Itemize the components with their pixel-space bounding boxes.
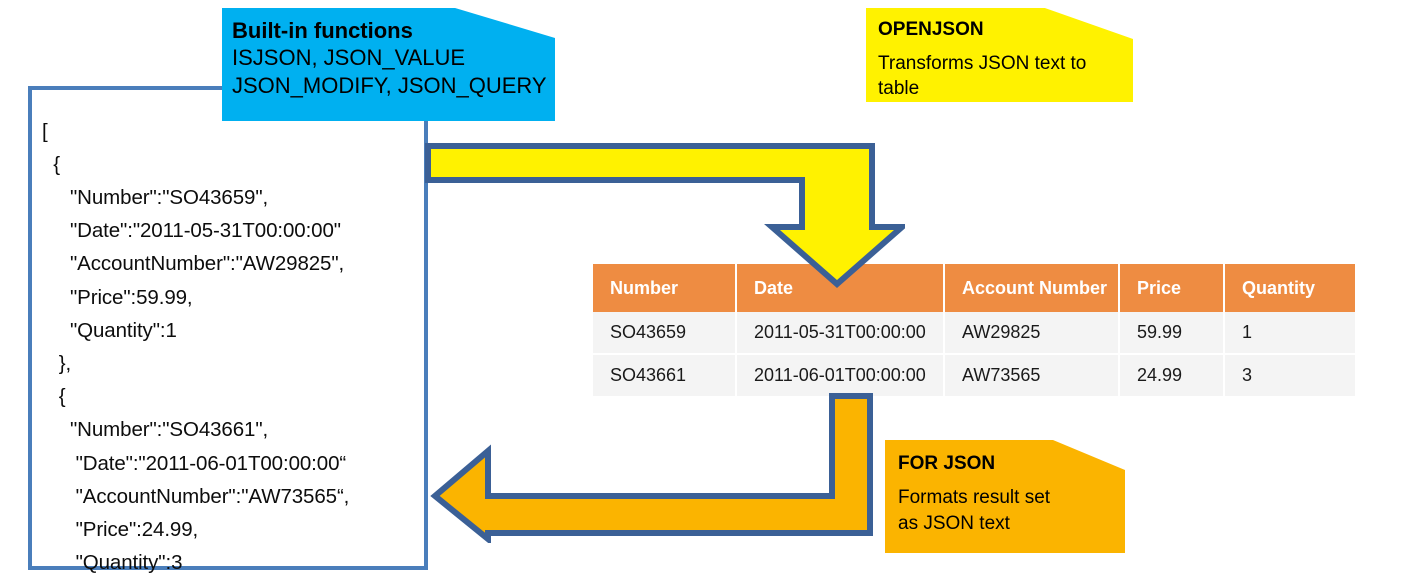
table-header-price: Price <box>1119 264 1225 312</box>
cell-account: AW73565 <box>944 354 1120 398</box>
cell-account: AW29825 <box>944 312 1120 355</box>
cell-date: 2011-05-31T00:00:00 <box>736 312 945 355</box>
callout-for-json: FOR JSON Formats result set as JSON text <box>885 440 1125 553</box>
forjson-flow-arrow <box>430 393 873 543</box>
openjson-flow-arrow <box>425 143 905 288</box>
callout-builtin-line-1: ISJSON, JSON_VALUE <box>232 45 466 70</box>
callout-openjson: OPENJSON Transforms JSON text to table <box>866 8 1133 102</box>
callout-builtin-line-2: JSON_MODIFY, JSON_QUERY <box>232 73 547 98</box>
callout-forjson-line-1: Formats result set <box>898 487 1051 508</box>
table-header-number: Number <box>593 264 737 312</box>
json-document-box: [ { "Number":"SO43659", "Date":"2011-05-… <box>28 86 428 587</box>
cell-price: 24.99 <box>1119 354 1225 398</box>
table-header-quantity: Quantity <box>1224 264 1355 312</box>
cell-number: SO43659 <box>593 312 737 355</box>
callout-openjson-title: OPENJSON <box>878 19 984 40</box>
callout-forjson-line-2: as JSON text <box>898 513 1010 534</box>
table-row: SO43659 2011-05-31T00:00:00 AW29825 59.9… <box>593 312 1355 355</box>
table-header-account-number: Account Number <box>944 264 1120 312</box>
cell-price: 59.99 <box>1119 312 1225 355</box>
callout-forjson-title: FOR JSON <box>898 453 996 474</box>
callout-openjson-line-1: Transforms JSON text to <box>878 53 1087 74</box>
cell-quantity: 3 <box>1224 354 1355 398</box>
table-row: SO43661 2011-06-01T00:00:00 AW73565 24.9… <box>593 354 1355 398</box>
cell-date: 2011-06-01T00:00:00 <box>736 354 945 398</box>
cell-number: SO43661 <box>593 354 737 398</box>
cell-quantity: 1 <box>1224 312 1355 355</box>
callout-built-in-functions: Built-in functions ISJSON, JSON_VALUE JS… <box>222 8 555 121</box>
callout-builtin-title: Built-in functions <box>232 18 413 43</box>
json-document-text: [ { "Number":"SO43659", "Date":"2011-05-… <box>42 119 350 587</box>
callout-openjson-line-2: table <box>878 78 920 99</box>
